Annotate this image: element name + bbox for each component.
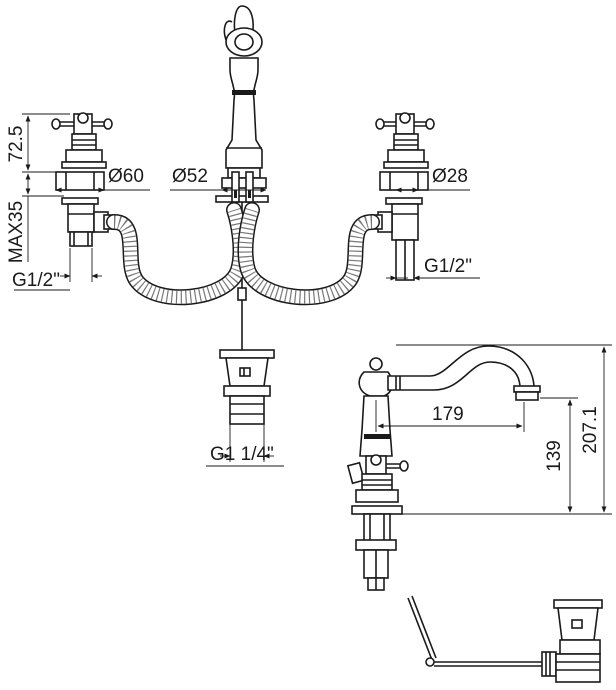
front-spout bbox=[215, 5, 269, 350]
side-spout bbox=[346, 345, 541, 591]
dimension-labels: 72.5 MAX35 G1/2" Ø60 Ø52 Ø28 G1/2" G1 1/… bbox=[6, 126, 601, 472]
dim-d28: Ø28 bbox=[432, 166, 468, 187]
braided-hoses bbox=[106, 202, 380, 306]
side-drain bbox=[407, 595, 603, 683]
dim-139: 139 bbox=[544, 440, 565, 472]
dim-max35: MAX35 bbox=[6, 201, 27, 263]
dimension-lines bbox=[14, 113, 612, 515]
dim-179: 179 bbox=[432, 404, 464, 425]
dim-207-1: 207.1 bbox=[580, 406, 601, 454]
dim-g1-2-left: G1/2" bbox=[12, 270, 60, 291]
dim-72-5: 72.5 bbox=[6, 126, 27, 163]
dim-g1-1-4: G1 1/4" bbox=[210, 444, 274, 465]
right-valve bbox=[371, 112, 435, 281]
dim-g1-2-right: G1/2" bbox=[424, 256, 472, 277]
dim-d60: Ø60 bbox=[108, 166, 144, 187]
dim-d52: Ø52 bbox=[172, 166, 208, 187]
front-drain bbox=[219, 349, 275, 425]
left-valve bbox=[51, 112, 115, 247]
